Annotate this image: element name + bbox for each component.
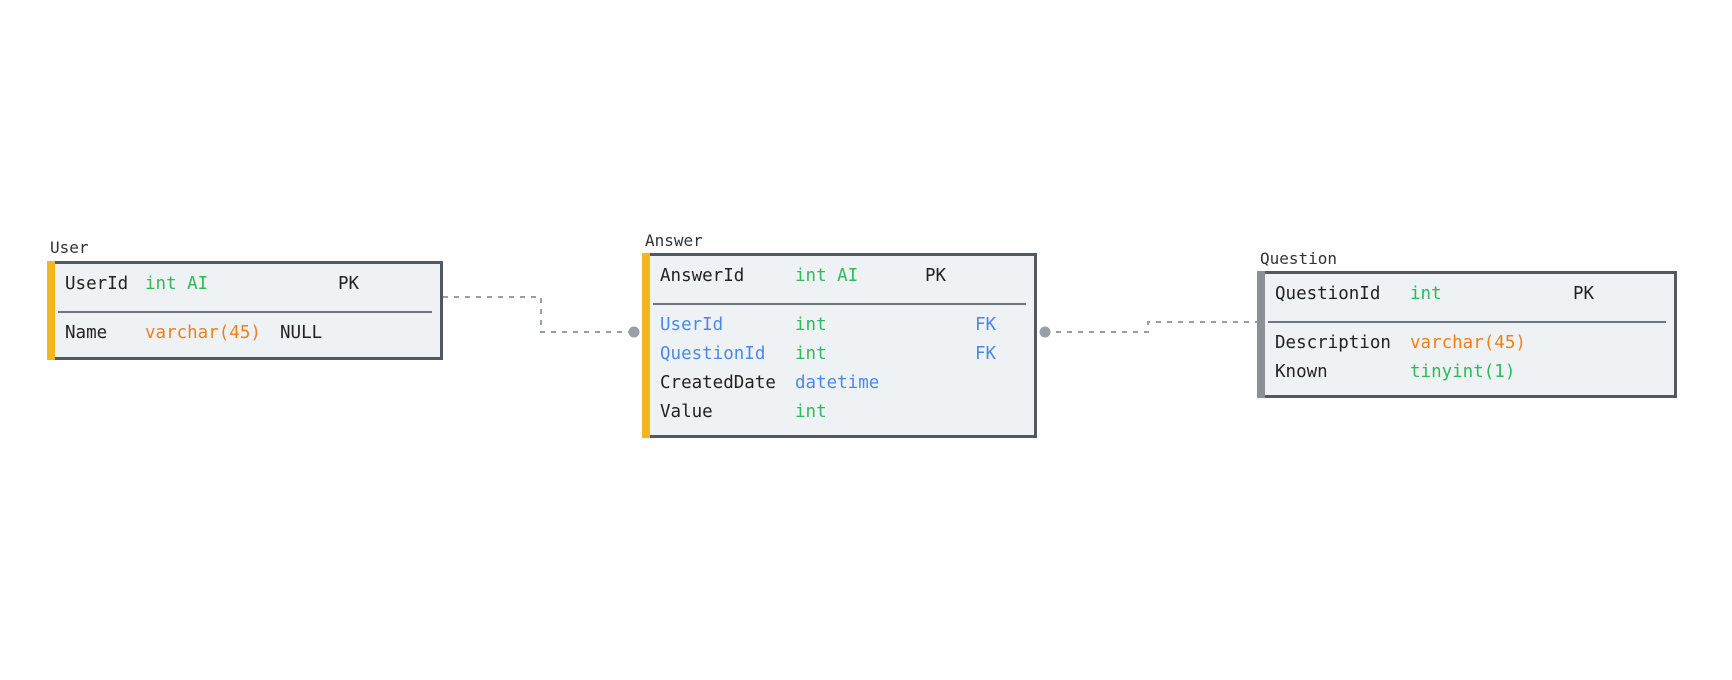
relation-question-answer[interactable]	[1045, 321, 1257, 333]
table-title-question: Question	[1260, 249, 1338, 268]
table-accent-bar	[642, 253, 650, 438]
field-type: int AI	[795, 266, 859, 286]
field-nullable: NULL	[280, 323, 323, 343]
field-row-value[interactable]: Value int	[650, 398, 1034, 426]
field-row-description[interactable]: Description varchar(45)	[1265, 329, 1674, 357]
field-type: varchar(45)	[145, 323, 261, 343]
field-row-userid[interactable]: UserId int AI PK	[55, 270, 440, 298]
table-answer[interactable]: AnswerId int AI PK UserId int FK Questio…	[642, 253, 1037, 438]
pk-divider	[58, 311, 432, 313]
field-name: Known	[1275, 362, 1328, 382]
field-type: tinyint(1)	[1410, 362, 1516, 382]
field-row-questionid[interactable]: QuestionId int FK	[650, 340, 1034, 368]
field-name: QuestionId	[660, 344, 766, 364]
field-name: UserId	[65, 274, 129, 294]
table-title-user: User	[50, 238, 89, 257]
field-type: int	[1410, 284, 1442, 304]
field-row-questionid[interactable]: QuestionId int PK	[1265, 280, 1674, 308]
table-user[interactable]: UserId int AI PK Name varchar(45) NULL	[47, 261, 443, 360]
field-type: int	[795, 402, 827, 422]
key-badge-fk: FK	[975, 344, 997, 364]
key-badge-fk: FK	[975, 315, 997, 335]
field-name: Value	[660, 402, 713, 422]
field-type: int	[795, 315, 827, 335]
pk-divider	[1268, 321, 1666, 323]
field-name: CreatedDate	[660, 373, 776, 393]
relation-question-answer-endpoint	[1039, 326, 1051, 338]
field-name: UserId	[660, 315, 724, 335]
table-title-answer: Answer	[645, 231, 703, 250]
table-accent-bar	[47, 261, 55, 360]
key-badge-pk: PK	[338, 274, 360, 294]
relation-user-answer-endpoint	[628, 326, 640, 338]
field-row-userid[interactable]: UserId int FK	[650, 311, 1034, 339]
key-badge-pk: PK	[925, 266, 947, 286]
pk-divider	[653, 303, 1026, 305]
field-row-name[interactable]: Name varchar(45) NULL	[55, 319, 440, 347]
field-row-known[interactable]: Known tinyint(1)	[1265, 358, 1674, 386]
table-question[interactable]: QuestionId int PK Description varchar(45…	[1257, 271, 1677, 398]
field-name: QuestionId	[1275, 284, 1381, 304]
field-type: varchar(45)	[1410, 333, 1526, 353]
field-type: int AI	[145, 274, 209, 294]
field-type: datetime	[795, 373, 880, 393]
field-row-answerid[interactable]: AnswerId int AI PK	[650, 262, 1034, 290]
relation-user-answer[interactable]	[443, 296, 634, 333]
field-name: Description	[1275, 333, 1391, 353]
field-type: int	[795, 344, 827, 364]
table-accent-bar	[1257, 271, 1265, 398]
field-name: Name	[65, 323, 108, 343]
key-badge-pk: PK	[1573, 284, 1595, 304]
field-name: AnswerId	[660, 266, 745, 286]
field-row-createddate[interactable]: CreatedDate datetime	[650, 369, 1034, 397]
